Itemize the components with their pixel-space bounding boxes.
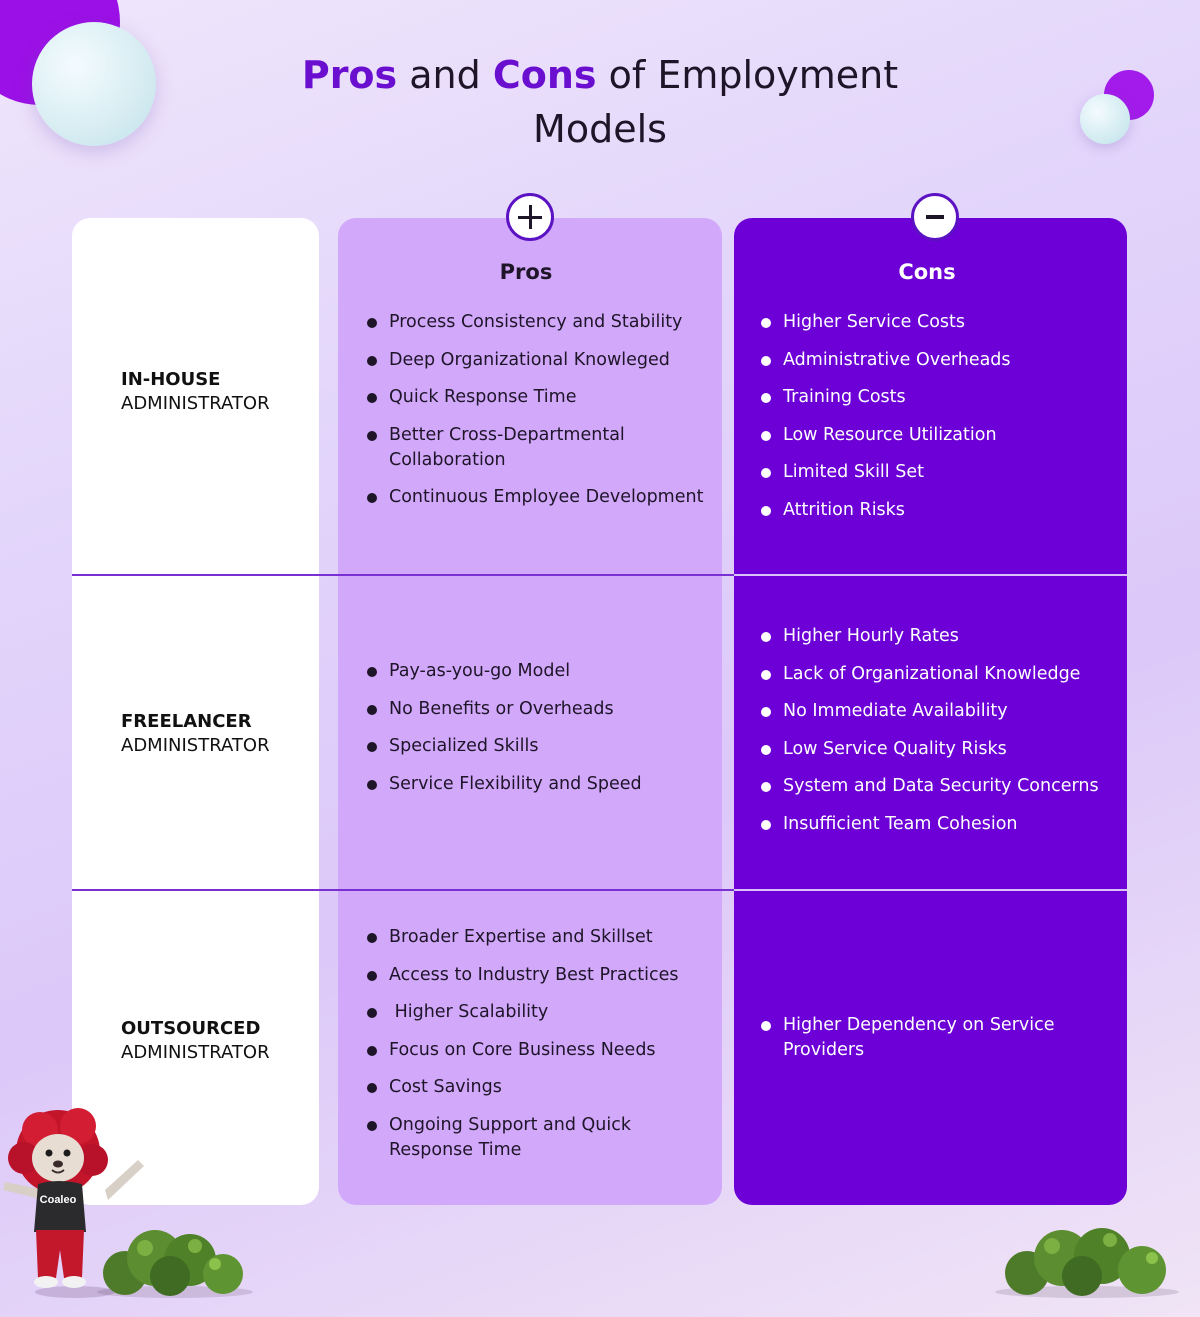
list-item: Training Costs [761, 385, 1121, 410]
pros-panel [338, 218, 722, 1205]
title-word-pros: Pros [301, 53, 398, 97]
row-label-freelancer: FREELANCER ADMINISTRATOR [121, 710, 270, 758]
list-item: Limited Skill Set [761, 460, 1121, 485]
mascot-shirt-text: Coaleo [40, 1194, 77, 1206]
list-item: Attrition Risks [761, 498, 1121, 523]
row-divider [72, 574, 1127, 576]
list-item: Higher Dependency on Service Providers [761, 1013, 1091, 1063]
row-label-outsourced: OUTSOURCED ADMINISTRATOR [121, 1017, 270, 1065]
freelancer-pros-list: Pay-as-you-go Model No Benefits or Overh… [367, 659, 707, 809]
page-title: Pros and Cons of Employment Models [0, 48, 1200, 156]
row-label-regular: ADMINISTRATOR [121, 393, 270, 414]
list-item: Low Resource Utilization [761, 423, 1121, 448]
list-item: Better Cross-Departmental Collaboration [367, 423, 707, 473]
list-item: Access to Industry Best Practices [367, 963, 707, 988]
row-labels-panel [72, 218, 319, 1205]
pros-column-heading: Pros [499, 260, 553, 284]
row-divider [72, 889, 1127, 891]
list-item: Lack of Organizational Knowledge [761, 662, 1121, 687]
list-item: Quick Response Time [367, 385, 707, 410]
cons-column-heading: Cons [898, 260, 956, 284]
row-label-in-house: IN-HOUSE ADMINISTRATOR [121, 368, 270, 416]
list-item: Ongoing Support and Quick Response Time [367, 1113, 707, 1163]
list-item: System and Data Security Concerns [761, 774, 1121, 799]
in-house-pros-list: Process Consistency and Stability Deep O… [367, 310, 707, 523]
title-word-models: Models [533, 107, 667, 151]
decorative-glass-bubble [32, 22, 156, 146]
list-item: Broader Expertise and Skillset [367, 925, 707, 950]
outsourced-pros-list: Broader Expertise and Skillset Access to… [367, 925, 707, 1175]
bush-decoration-right [995, 1228, 1179, 1298]
list-item: Cost Savings [367, 1075, 707, 1100]
list-item: Pay-as-you-go Model [367, 659, 707, 684]
title-word-cons: Cons [492, 53, 597, 97]
list-item: Higher Service Costs [761, 310, 1121, 335]
decorative-glass-bubble-small [1080, 94, 1130, 144]
outsourced-cons-list: Higher Dependency on Service Providers [761, 1013, 1091, 1076]
list-item: Process Consistency and Stability [367, 310, 707, 335]
row-label-bold: IN-HOUSE [121, 369, 221, 390]
list-item: No Immediate Availability [761, 699, 1121, 724]
list-item: Low Service Quality Risks [761, 737, 1121, 762]
minus-icon [911, 193, 959, 241]
list-item: Service Flexibility and Speed [367, 772, 707, 797]
in-house-cons-list: Higher Service Costs Administrative Over… [761, 310, 1121, 535]
row-label-regular: ADMINISTRATOR [121, 1042, 270, 1063]
list-item: Continuous Employee Development [367, 485, 707, 510]
cons-panel [734, 218, 1127, 1205]
list-item: Administrative Overheads [761, 348, 1121, 373]
list-item: Higher Scalability [367, 1000, 707, 1025]
list-item: Insufficient Team Cohesion [761, 812, 1121, 837]
list-item: Higher Hourly Rates [761, 624, 1121, 649]
mascot-illustration: Coaleo [3, 1108, 144, 1298]
list-item: Deep Organizational Knowleged [367, 348, 707, 373]
row-label-regular: ADMINISTRATOR [121, 735, 270, 756]
bush-decoration-left [97, 1230, 253, 1298]
title-word-employment: of Employment [608, 53, 899, 97]
row-label-bold: OUTSOURCED [121, 1018, 261, 1039]
list-item: Specialized Skills [367, 734, 707, 759]
list-item: No Benefits or Overheads [367, 697, 707, 722]
freelancer-cons-list: Higher Hourly Rates Lack of Organization… [761, 624, 1121, 849]
list-item: Focus on Core Business Needs [367, 1038, 707, 1063]
row-label-bold: FREELANCER [121, 711, 252, 732]
title-word-and: and [409, 53, 481, 97]
plus-icon [506, 193, 554, 241]
